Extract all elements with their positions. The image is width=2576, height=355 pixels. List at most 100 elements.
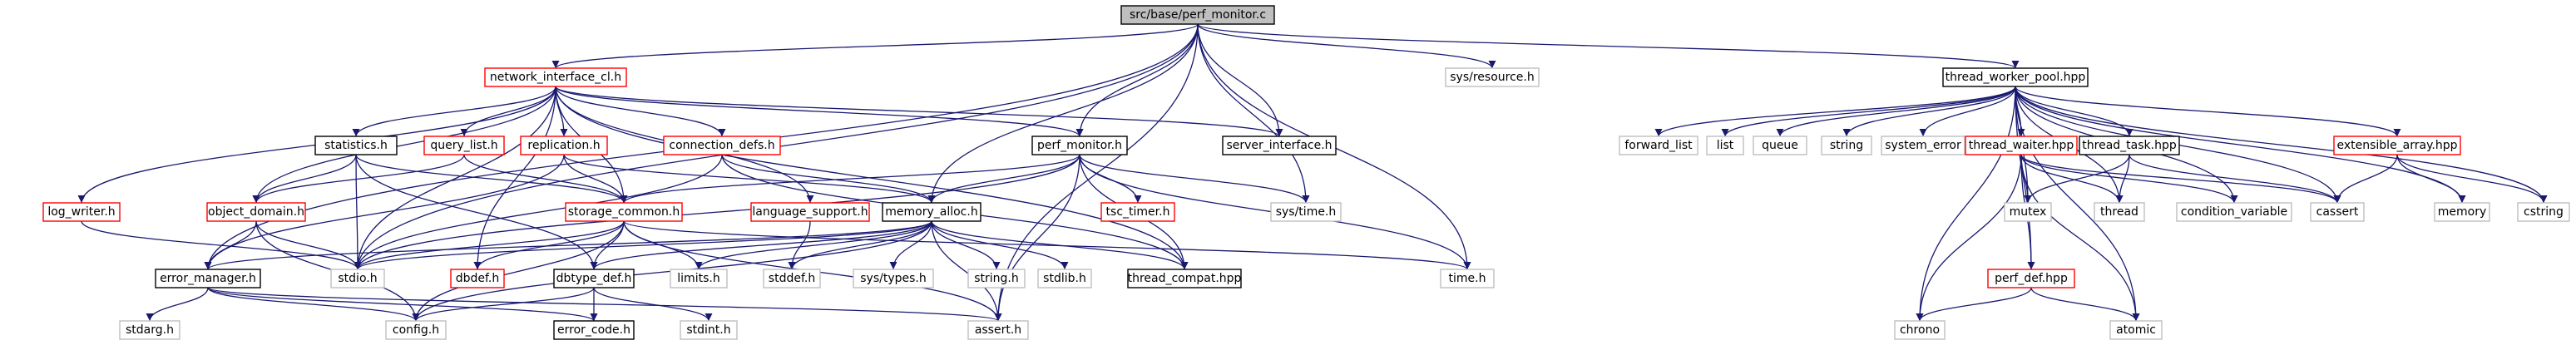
node-label: storage_common.h bbox=[568, 205, 680, 219]
node-stdint-h: stdint.h bbox=[680, 320, 738, 340]
node-label: src/base/perf_monitor.c bbox=[1130, 8, 1266, 22]
edge-statistics_h-to-object_domain_h bbox=[252, 154, 357, 204]
node-label: config.h bbox=[393, 323, 439, 337]
edge-error_manager_h-to-error_code_h bbox=[207, 287, 598, 322]
edge-thread_worker_pool_hpp-to-cstring bbox=[2015, 86, 2548, 204]
node-dbtype-def-h[interactable]: dbtype_def.h bbox=[553, 269, 635, 288]
edge-network_interface_cl_h-to-query_list_h bbox=[460, 86, 556, 137]
node-box bbox=[1942, 67, 2089, 87]
edge-thread_waiter_hpp-to-chrono bbox=[1916, 154, 2022, 322]
node-label: thread_task.hpp bbox=[2082, 139, 2177, 152]
node-label: perf_monitor.h bbox=[1037, 139, 1122, 152]
edge-thread_waiter_hpp-to-thread bbox=[2020, 154, 2124, 204]
node-box bbox=[484, 67, 627, 87]
node-layer: src/base/perf_monitor.c network_interface… bbox=[42, 5, 2570, 340]
node-cassert: cassert bbox=[2310, 202, 2365, 222]
node-label: server_interface.h bbox=[1226, 139, 1332, 152]
node-box bbox=[1987, 269, 2075, 288]
node-label: stdarg.h bbox=[126, 323, 174, 337]
node-error-manager-h[interactable]: error_manager.h bbox=[155, 269, 261, 288]
node-box bbox=[2434, 202, 2490, 222]
edge-perf_def_hpp-to-chrono bbox=[1916, 287, 2032, 322]
node-label: cstring bbox=[2524, 205, 2564, 219]
edge-dbtype_def_h-to-stdint_h bbox=[593, 287, 713, 322]
node-thread-task-hpp[interactable]: thread_task.hpp bbox=[2079, 136, 2180, 155]
edge-memory_alloc_h-to-error_manager_h bbox=[204, 220, 932, 270]
node-box bbox=[119, 320, 180, 340]
edge-perf_monitor_c-to-memory_alloc_h bbox=[927, 23, 1199, 204]
node-thread-compat-hpp[interactable]: thread_compat.hpp bbox=[1127, 269, 1242, 288]
node-mutex: mutex bbox=[2004, 202, 2052, 222]
node-storage-common-h[interactable]: storage_common.h bbox=[565, 202, 683, 222]
edge-thread_waiter_hpp-to-condition_variable bbox=[2020, 154, 2238, 204]
node-server-interface-h[interactable]: server_interface.h bbox=[1222, 136, 1337, 155]
node-atomic: atomic bbox=[2109, 320, 2163, 340]
node-label: thread_worker_pool.hpp bbox=[1946, 71, 2086, 84]
node-label: cassert bbox=[2316, 205, 2359, 219]
edge-thread_worker_pool_hpp-to-extensible_array_hpp bbox=[2015, 86, 2401, 137]
node-label: atomic bbox=[2116, 323, 2156, 337]
node-label: queue bbox=[1762, 139, 1798, 152]
node-language-support-h[interactable]: language_support.h bbox=[750, 202, 870, 222]
node-box bbox=[1100, 202, 1175, 222]
node-label: sys/resource.h bbox=[1450, 71, 1534, 84]
node-tsc-timer-h[interactable]: tsc_timer.h bbox=[1100, 202, 1175, 222]
edge-extensible_array_hpp-to-cstring bbox=[2396, 154, 2548, 204]
node-perf-def-hpp[interactable]: perf_def.hpp bbox=[1987, 269, 2075, 288]
node-label: chrono bbox=[1900, 323, 1940, 337]
edge-thread_worker_pool_hpp-to-forward_list bbox=[1654, 86, 2016, 137]
node-label: sys/time.h bbox=[1276, 205, 1337, 219]
node-sys-types-h: sys/types.h bbox=[853, 269, 934, 288]
node-dbdef-h[interactable]: dbdef.h bbox=[450, 269, 505, 288]
node-box bbox=[2333, 136, 2461, 155]
node-log-writer-h[interactable]: log_writer.h bbox=[42, 202, 121, 222]
edge-perf_monitor_h-to-assert_h bbox=[994, 154, 1080, 322]
edge-replication_h-to-memory_alloc_h bbox=[563, 154, 936, 204]
node-config-h: config.h bbox=[385, 320, 447, 340]
edge-language_support_h-to-stddef_h bbox=[788, 220, 811, 270]
node-assert-h: assert.h bbox=[967, 320, 1029, 340]
edge-storage_common_h-to-stdio_h bbox=[354, 220, 625, 270]
node-box bbox=[206, 202, 306, 222]
node-box bbox=[967, 320, 1029, 340]
node-network-interface-cl-h[interactable]: network_interface_cl.h bbox=[484, 67, 627, 87]
node-box bbox=[565, 202, 683, 222]
node-thread-waiter-hpp[interactable]: thread_waiter.hpp bbox=[1965, 136, 2078, 155]
node-condition-variable: condition_variable bbox=[2176, 202, 2292, 222]
edge-perf_monitor_c-to-sys_time_h bbox=[1197, 23, 1310, 204]
node-label: tsc_timer.h bbox=[1106, 205, 1170, 219]
node-error-code-h[interactable]: error_code.h bbox=[553, 320, 635, 340]
node-label: dbtype_def.h bbox=[556, 272, 632, 285]
node-object-domain-h[interactable]: object_domain.h bbox=[206, 202, 306, 222]
node-box bbox=[1706, 136, 1744, 155]
node-box bbox=[882, 202, 981, 222]
node-thread-worker-pool-hpp[interactable]: thread_worker_pool.hpp bbox=[1942, 67, 2089, 87]
node-label: dbdef.h bbox=[456, 272, 500, 285]
node-perf-monitor-c[interactable]: src/base/perf_monitor.c bbox=[1120, 5, 1275, 25]
node-limits-h: limits.h bbox=[670, 269, 728, 288]
node-label: error_code.h bbox=[557, 323, 630, 337]
node-query-list-h[interactable]: query_list.h bbox=[423, 136, 505, 155]
node-connection-defs-h[interactable]: connection_defs.h bbox=[663, 136, 781, 155]
edge-query_list_h-to-storage_common_h bbox=[463, 154, 628, 204]
edge-perf_monitor_c-to-network_interface_cl_h bbox=[551, 23, 1199, 69]
edge-perf_monitor_c-to-thread_worker_pool_hpp bbox=[1197, 23, 2020, 69]
node-label: object_domain.h bbox=[208, 205, 304, 219]
node-replication-h[interactable]: replication.h bbox=[520, 136, 608, 155]
node-label: system_error bbox=[1885, 139, 1961, 152]
node-label: thread_compat.hpp bbox=[1128, 272, 1242, 285]
edge-perf_monitor_h-to-storage_common_h bbox=[620, 154, 1080, 204]
node-label: network_interface_cl.h bbox=[490, 71, 621, 84]
node-box bbox=[680, 320, 738, 340]
node-label: stdio.h bbox=[338, 272, 377, 285]
edge-perf_monitor_h-to-sys_time_h bbox=[1079, 154, 1310, 204]
node-perf-monitor-h[interactable]: perf_monitor.h bbox=[1031, 136, 1128, 155]
edge-perf_monitor_h-to-stdio_h bbox=[354, 154, 1080, 270]
node-box bbox=[2310, 202, 2365, 222]
node-statistics-h[interactable]: statistics.h bbox=[314, 136, 398, 155]
node-memory-alloc-h[interactable]: memory_alloc.h bbox=[882, 202, 981, 222]
node-extensible-array-hpp[interactable]: extensible_array.hpp bbox=[2333, 136, 2461, 155]
node-box bbox=[2004, 202, 2052, 222]
node-chrono: chrono bbox=[1894, 320, 1946, 340]
edge-network_interface_cl_h-to-perf_monitor_h bbox=[555, 86, 1084, 137]
